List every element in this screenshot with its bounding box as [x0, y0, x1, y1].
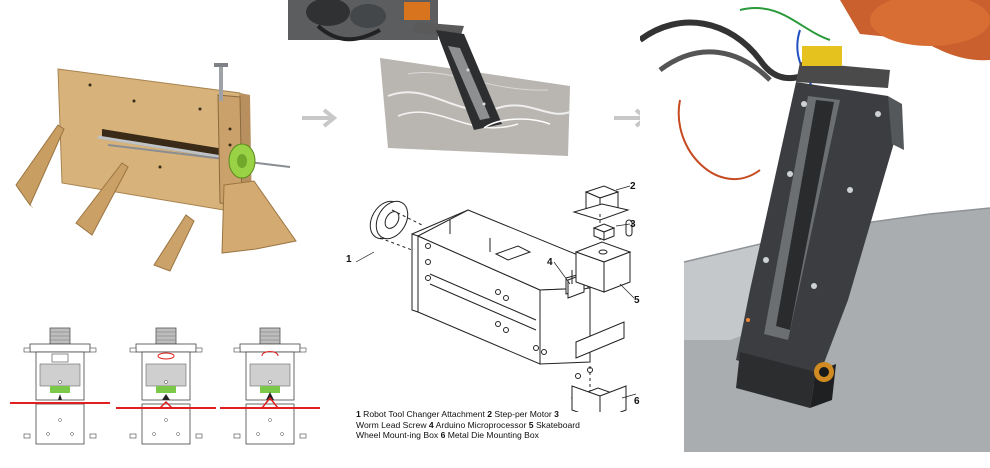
- legend-num-6: 6: [440, 430, 446, 441]
- worm-lead-screw: [592, 219, 633, 241]
- robot-prototype-photo: [288, 0, 578, 160]
- tool-changer-attachment: [369, 200, 423, 251]
- skateboard-wheel-mounting-box: [574, 241, 632, 293]
- legend-num-3: 3: [554, 409, 559, 419]
- stepper-motor: [572, 185, 630, 240]
- process-arrow-1: [300, 108, 340, 128]
- legend-text-6: Metal Die Mounting Box: [447, 430, 539, 441]
- legend-text-2: Step-per Motor: [494, 409, 552, 419]
- legend-text-3: Worm Lead Screw: [356, 419, 427, 430]
- stage-1-idle: [10, 327, 110, 445]
- frame-bolts: [425, 243, 593, 379]
- legend-num-4: 4: [428, 419, 434, 430]
- callout-6: 6: [634, 396, 640, 407]
- callout-2: 2: [630, 181, 636, 192]
- stage-3-press: [220, 327, 320, 445]
- operation-stages-diagram: [10, 320, 320, 460]
- plywood-prototype-photo: [10, 55, 300, 275]
- legend-text-4: Arduino Microprocessor: [435, 419, 527, 430]
- exploded-assembly-diagram: [340, 180, 640, 412]
- legend-num-5: 5: [528, 419, 534, 430]
- metal-die-mounting-box: [570, 366, 628, 412]
- legend-num-2: 2: [487, 409, 493, 419]
- callout-3: 3: [630, 219, 636, 230]
- stage-2-rotate: [116, 327, 216, 445]
- legend-text-1: Robot Tool Changer Attachment: [363, 409, 485, 419]
- parts-legend: 1 Robot Tool Changer Attachment 2 Step-p…: [356, 409, 581, 441]
- final-tool-photo: [640, 0, 990, 452]
- legend-text-5: Skateboard Wheel Mount-ing Box: [356, 419, 580, 441]
- callout-1: 1: [346, 254, 352, 265]
- callout-4: 4: [547, 257, 553, 268]
- legend-num-1: 1: [356, 409, 361, 419]
- callout-5: 5: [634, 295, 640, 306]
